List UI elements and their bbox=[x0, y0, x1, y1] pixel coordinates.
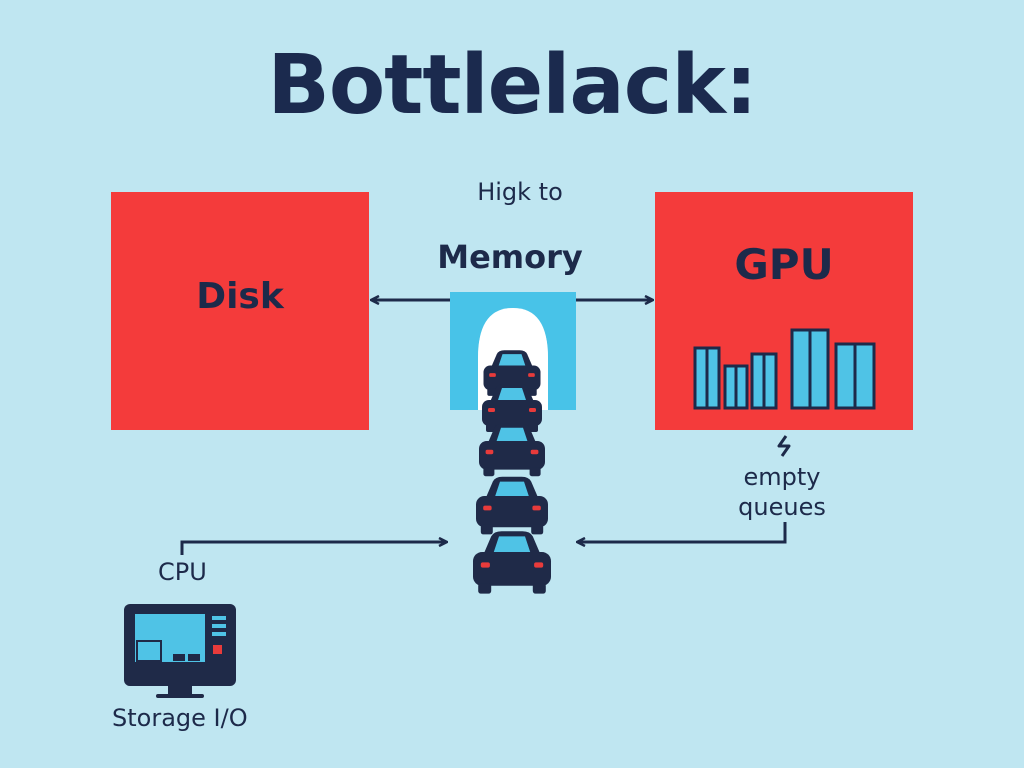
memory-label: Memory bbox=[437, 238, 583, 276]
monitor-icon bbox=[124, 604, 236, 698]
cpu-arrow bbox=[180, 542, 446, 555]
disk-box: Disk bbox=[111, 192, 369, 430]
lightning-icon bbox=[777, 435, 791, 457]
storage-io-label: Storage I/O bbox=[112, 704, 248, 732]
car-queue bbox=[473, 350, 551, 594]
cpu-label: CPU bbox=[158, 558, 207, 586]
bar-chart-icon bbox=[693, 328, 876, 410]
queues-arrow bbox=[578, 522, 787, 542]
car-icon bbox=[476, 476, 548, 535]
diagram-title: Bottlelack: bbox=[267, 38, 757, 133]
disk-label: Disk bbox=[196, 276, 284, 317]
memory-top-label: Higk to bbox=[477, 178, 563, 206]
gpu-label: GPU bbox=[734, 240, 834, 289]
empty-queues-label: empty queues bbox=[738, 463, 826, 521]
car-icon bbox=[473, 531, 551, 594]
